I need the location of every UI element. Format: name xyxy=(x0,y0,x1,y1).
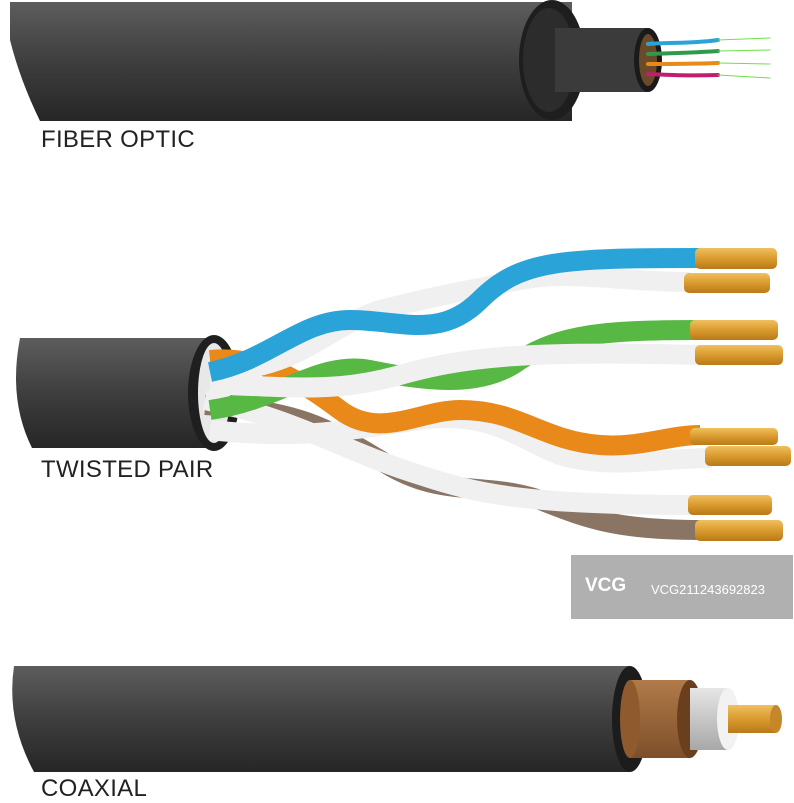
wire-bundle xyxy=(202,248,713,540)
copper-conductors xyxy=(684,248,791,541)
twisted-pair-cable xyxy=(16,248,791,541)
twisted-pair-label: TWISTED PAIR xyxy=(41,456,214,483)
watermark-id: VCG211243692823 xyxy=(651,582,765,597)
coaxial-cable xyxy=(12,666,782,772)
fiber-optic-cable xyxy=(10,0,771,121)
coaxial-label: COAXIAL xyxy=(41,775,148,802)
fiber-optic-label: FIBER OPTIC xyxy=(41,126,195,153)
watermark: VCG VCG211243692823 xyxy=(571,555,793,619)
watermark-logo: VCG xyxy=(585,575,627,596)
